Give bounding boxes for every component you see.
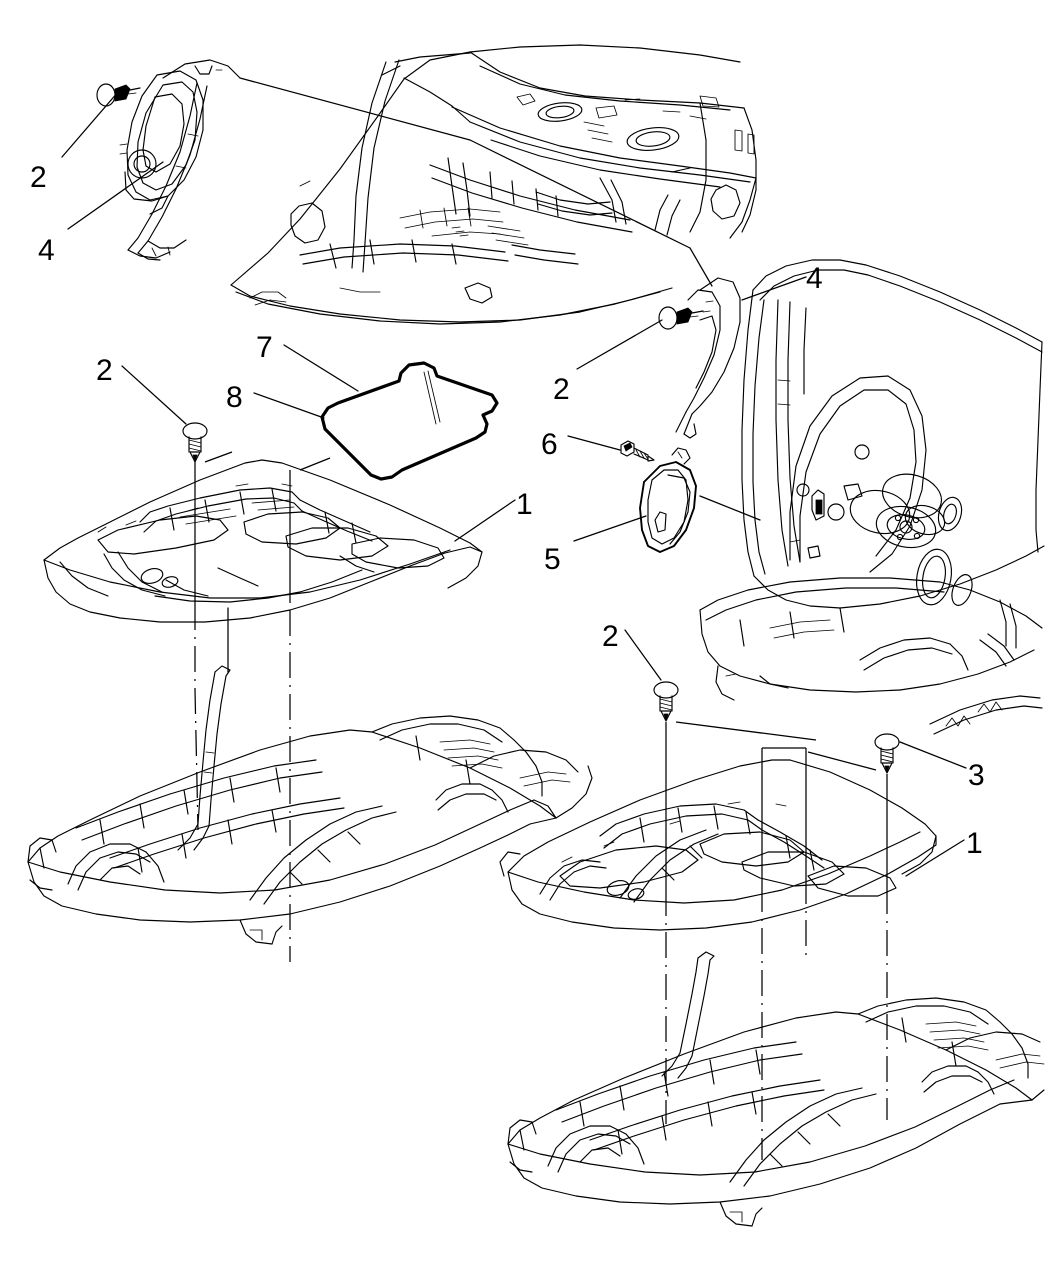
- pillar-flange-detail: [162, 59, 241, 79]
- callout-4-pillar-right[interactable]: 4: [806, 262, 823, 295]
- retainer-clip-rear: [874, 733, 900, 774]
- callout-3-clip-rear[interactable]: 3: [968, 759, 985, 792]
- leader-lines: [61, 77, 967, 877]
- retainer-clip-pushpin-left: [182, 422, 208, 463]
- a-pillar-trim-strip: [127, 82, 208, 261]
- cowl-dash-panel: [699, 259, 1045, 735]
- carpet-front: [43, 459, 483, 623]
- alignment-axis-lines: [194, 451, 888, 1160]
- screw-fastener: [620, 440, 655, 462]
- callout-6-screw[interactable]: 6: [541, 428, 558, 461]
- callout-7-floor-mat-front[interactable]: 7: [256, 331, 273, 364]
- callout-2-pillar-left[interactable]: 2: [30, 161, 47, 194]
- callout-2-clip-front-carpet[interactable]: 2: [96, 354, 113, 387]
- pillar-trim-right: [675, 277, 741, 439]
- floorpan-rear: [507, 951, 1045, 1227]
- callout-5-silencer-pad[interactable]: 5: [544, 543, 561, 576]
- callout-4-pillar-left[interactable]: 4: [38, 234, 55, 267]
- pillar-trim-left: [119, 70, 204, 215]
- callout-1-carpet-rear[interactable]: 1: [966, 827, 983, 860]
- floorpan-front: [27, 665, 593, 945]
- callout-1-carpet-front[interactable]: 1: [516, 488, 533, 521]
- retainer-clip-right-upper: [658, 306, 704, 330]
- carpet-rear: [499, 759, 937, 931]
- retainer-clip-pushpin-right: [653, 681, 679, 722]
- callout-2-clip-right-upper[interactable]: 2: [553, 373, 570, 406]
- floor-mat: [320, 361, 499, 481]
- callout-2-clip-rear-carpet[interactable]: 2: [602, 620, 619, 653]
- callout-8-floor-mat-rear[interactable]: 8: [226, 381, 243, 414]
- retainer-clip-topleft: [96, 83, 141, 107]
- body-shell-upper: [230, 44, 757, 325]
- silencer-pad: [639, 447, 697, 553]
